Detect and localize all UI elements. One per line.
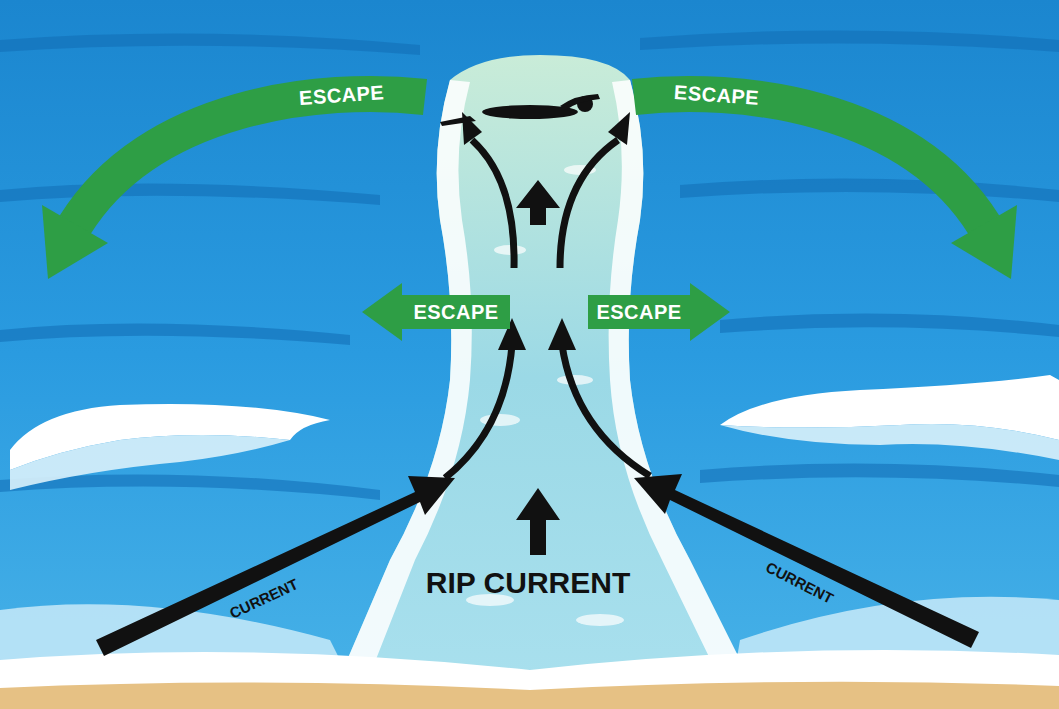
escape-arrow-head	[42, 205, 108, 279]
escape-arrow: ESCAPE	[362, 283, 510, 341]
escape-arrow-body	[362, 283, 510, 341]
escape-arrow-head	[951, 205, 1017, 279]
escape-arrow-body	[588, 283, 730, 341]
escape-text: ESCAPE	[413, 302, 498, 322]
escape-arrow: ESCAPE	[20, 55, 440, 295]
escape-text: ESCAPE	[596, 302, 681, 322]
escape-arrow: ESCAPE	[619, 55, 1039, 295]
escape-arrow: ESCAPE	[588, 283, 730, 341]
rip-current-label: RIP CURRENT	[426, 568, 630, 598]
escape-arrow-band	[75, 94, 425, 225]
escape-arrow-band	[634, 94, 984, 225]
